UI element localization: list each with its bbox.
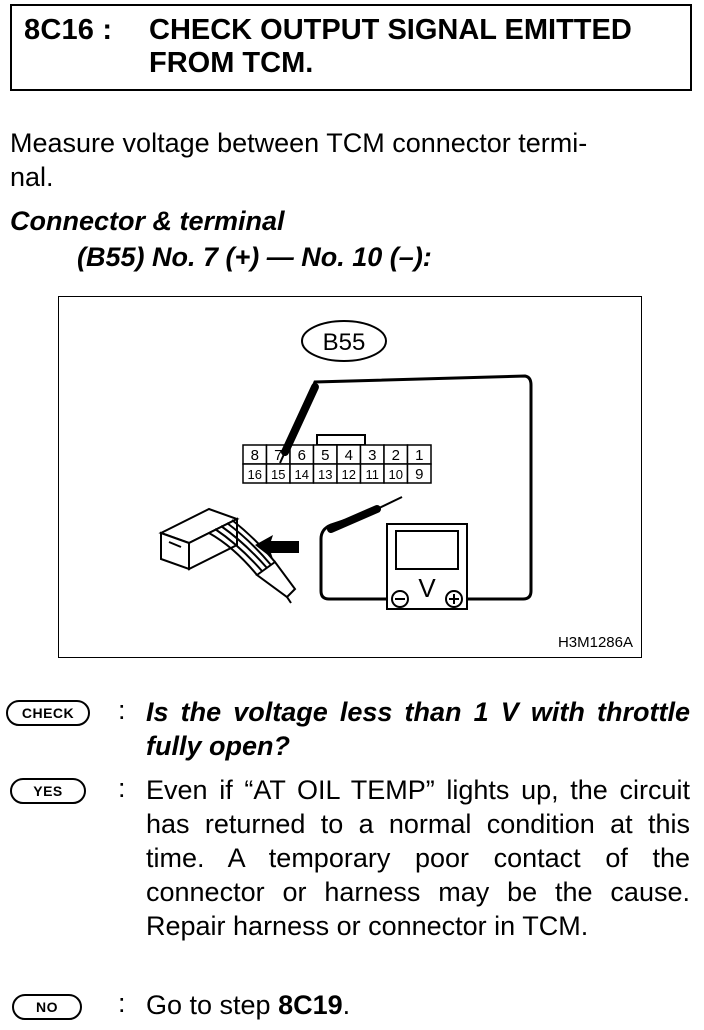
- insertion-arrow: [255, 535, 299, 559]
- step-title: CHECK OUTPUT SIGNAL EMITTED FROM TCM.: [149, 14, 632, 79]
- connector-pin-number: 1: [415, 447, 423, 464]
- connector-pin-number: 3: [368, 447, 376, 464]
- connector-pin-number: 11: [366, 467, 380, 482]
- connector-pin-cell: [406, 463, 432, 484]
- harness-connector-illustration: [158, 507, 297, 604]
- yes-answer: Even if “AT OIL TEMP” lights up, the cir…: [146, 775, 690, 941]
- yes-colon: :: [118, 773, 126, 803]
- voltmeter-display: [395, 530, 459, 570]
- connector-tag-ellipse: [301, 320, 387, 362]
- instruction-line-1: Measure voltage between TCM connector te…: [10, 128, 588, 158]
- no-colon: :: [118, 988, 126, 1018]
- connector-pin-number: 13: [318, 467, 332, 482]
- connector-value: (B55) No. 7 (+) — No. 10 (–):: [77, 242, 432, 272]
- connector-label: Connector & terminal: [10, 206, 285, 236]
- connector-pin-number: 10: [389, 467, 403, 482]
- voltmeter-symbol: V: [418, 573, 436, 603]
- connector-pin-number: 7: [274, 447, 282, 464]
- step-code: 8C16 :: [24, 14, 113, 46]
- positive-probe-tip: [279, 451, 286, 464]
- no-badge: NO: [12, 994, 82, 1020]
- check-colon: :: [118, 695, 126, 725]
- connector-pin-number: 12: [342, 467, 356, 482]
- step-header-box: 8C16 : CHECK OUTPUT SIGNAL EMITTED FROM …: [10, 4, 692, 91]
- check-question: Is the voltage less than 1 V with thrott…: [146, 697, 690, 761]
- no-answer-step: 8C19: [278, 990, 343, 1020]
- connector-pin-number: 14: [295, 467, 309, 482]
- connector-latch: [316, 434, 366, 446]
- check-badge: CHECK: [6, 700, 90, 726]
- connector-pin-number: 5: [321, 447, 329, 464]
- connector-pin-number: 2: [392, 447, 400, 464]
- connector-tag-label: B55: [323, 329, 366, 356]
- probe-lead-wire: [283, 374, 533, 601]
- connector-pin-number: 9: [415, 466, 423, 483]
- connector-pin-number: 6: [298, 447, 306, 464]
- no-answer-prefix: Go to step: [146, 990, 279, 1020]
- instruction-text: Measure voltage between TCM connector te…: [10, 126, 696, 194]
- negative-probe: [327, 505, 381, 533]
- connector-pin-number: 4: [345, 447, 353, 464]
- instruction-line-2: nal.: [10, 162, 54, 192]
- positive-probe: [281, 383, 319, 456]
- no-answer: Go to step 8C19.: [146, 988, 690, 1022]
- connector-pin-number: 16: [248, 467, 262, 482]
- figure-id: H3M1286A: [557, 634, 633, 651]
- connector-pin-number: 8: [251, 447, 259, 464]
- yes-badge: YES: [10, 778, 86, 804]
- connector-pin-number: 15: [271, 467, 285, 482]
- negative-probe-tip: [376, 496, 403, 510]
- no-answer-suffix: .: [342, 990, 351, 1020]
